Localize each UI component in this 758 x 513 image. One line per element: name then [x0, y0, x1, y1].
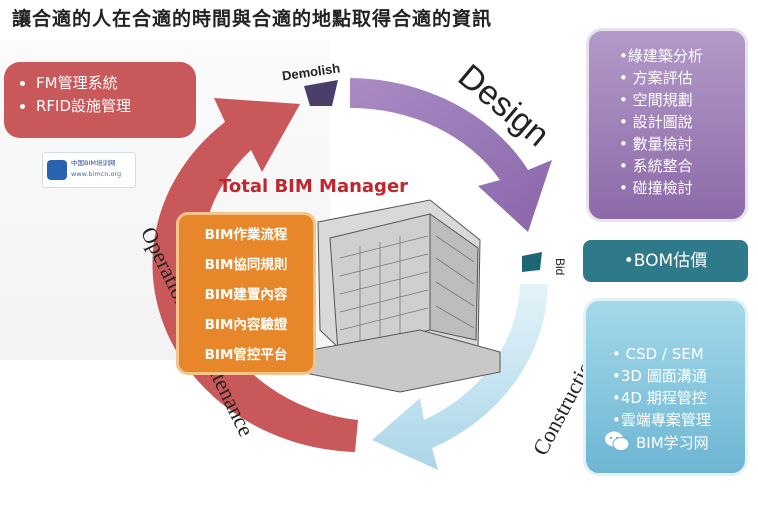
- design-item: • 方案評估: [619, 69, 693, 87]
- construction-item: •3D 圖面溝通: [612, 367, 707, 385]
- phase-label-bid: Bid: [553, 258, 567, 275]
- design-item: • 系統整合: [619, 157, 693, 175]
- construction-arc: [372, 284, 548, 470]
- bim-item: BIM管控平台: [204, 347, 288, 363]
- fm-item: RFID設施管理: [36, 95, 196, 118]
- design-arc: [350, 78, 552, 232]
- design-item: • 碰撞檢討: [619, 179, 693, 197]
- construction-item: •雲端專案管理: [612, 411, 711, 429]
- wechat-icon: [605, 431, 630, 451]
- fm-box: FM管理系統 RFID設施管理: [4, 62, 196, 138]
- bim-item: BIM協同規則: [204, 257, 288, 273]
- design-box: •綠建築分析 • 方案評估 • 空間規劃 • 設計圖說 • 數量檢討 • 系統整…: [586, 28, 748, 222]
- construction-item: • CSD / SEM: [612, 345, 704, 363]
- bim-box: BIM作業流程 BIM協同規則 BIM建置內容 BIM內容驗證 BIM管控平台: [176, 212, 316, 375]
- construction-box: • CSD / SEM •3D 圖面溝通 •4D 期程管控 •雲端專案管理: [583, 298, 748, 476]
- bom-box: •BOM估價: [583, 240, 748, 282]
- building-illustration: [299, 199, 501, 393]
- headline: 讓合適的人在合適的時間與合適的地點取得合適的資訊: [12, 8, 493, 30]
- logo-line1: 中国BIM培训网: [71, 159, 116, 167]
- logo-mark-icon: [47, 160, 67, 180]
- construction-item: •4D 期程管控: [612, 389, 707, 407]
- logo-line2: www.bimcn.org: [71, 170, 122, 178]
- bid-segment: [522, 252, 542, 272]
- bim-item: BIM內容驗證: [204, 317, 288, 333]
- watermark-label: BIM学习网: [636, 434, 709, 452]
- bim-item: BIM作業流程: [204, 227, 288, 243]
- design-item: • 數量檢討: [619, 135, 693, 153]
- fm-item: FM管理系統: [36, 72, 196, 95]
- center-title: Total BIM Manager: [219, 176, 409, 197]
- design-item: • 設計圖說: [619, 113, 693, 131]
- bimcn-logo: 中国BIM培训网 www.bimcn.org: [42, 152, 136, 188]
- design-item: • 空間規劃: [619, 91, 693, 109]
- phase-label-demolish: Demolish: [281, 60, 341, 83]
- design-item: •綠建築分析: [619, 47, 703, 65]
- bim-item: BIM建置內容: [204, 287, 288, 303]
- demolish-segment: [304, 80, 338, 106]
